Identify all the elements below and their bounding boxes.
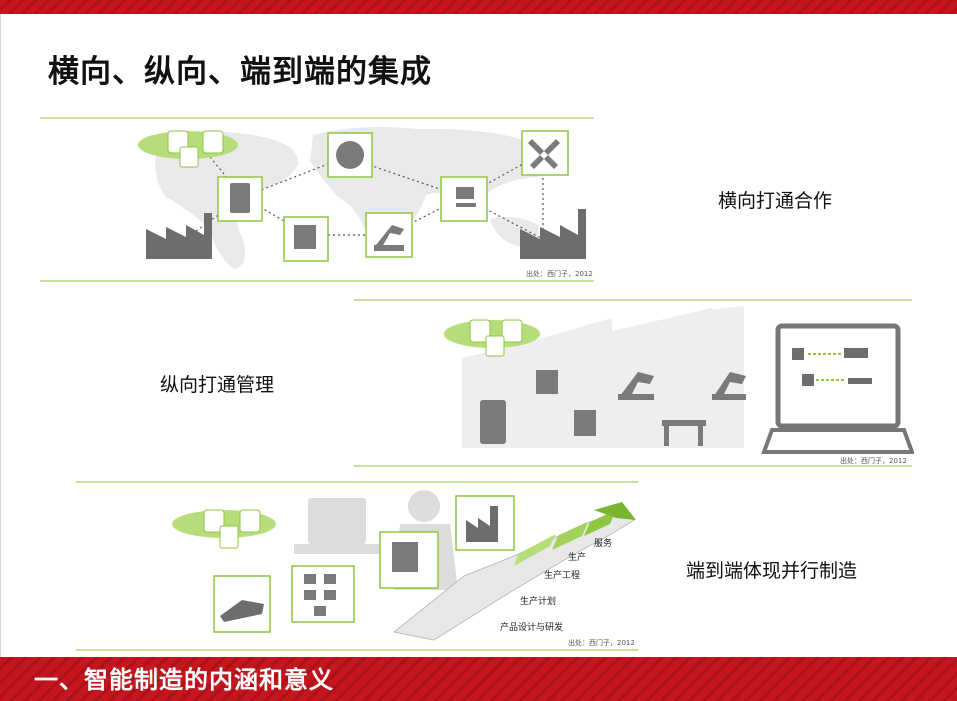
caption-end-to-end: 端到端体现并行制造 — [686, 556, 857, 583]
panel-end-to-end: 服务 生产 生产工程 生产计划 产品设计与研发 出处：西门子，2012 — [74, 480, 640, 652]
panel-vertical: 出处：西门子，2012 — [352, 298, 914, 468]
tools-node — [522, 131, 568, 175]
step-production-engineering: 生产工程 — [544, 568, 580, 581]
step-production-planning: 生产计划 — [520, 594, 556, 607]
top-banner — [0, 0, 957, 14]
cutter-icon — [336, 141, 364, 169]
step-service: 服务 — [594, 536, 612, 549]
vertical-hierarchy-diagram — [352, 298, 914, 468]
server-icon — [480, 400, 506, 444]
step-design-rnd: 产品设计与研发 — [500, 620, 563, 633]
slide-title: 横向、纵向、端到端的集成 — [48, 52, 432, 92]
section-title: 一、智能制造的内涵和意义 — [34, 663, 334, 697]
server-icon — [230, 183, 250, 213]
workstation-icon — [456, 187, 474, 199]
caption-horizontal: 横向打通合作 — [718, 186, 832, 213]
source-note: 出处：西门子，2012 — [526, 269, 593, 279]
horizontal-network-diagram — [38, 117, 596, 283]
panel-horizontal: 出处：西门子，2012 — [38, 117, 596, 283]
machine-icon — [536, 370, 558, 394]
conveyor-icon — [662, 420, 706, 426]
step-production: 生产 — [568, 550, 586, 563]
left-divider — [0, 14, 1, 657]
machine-icon — [294, 225, 316, 249]
caption-vertical: 纵向打通管理 — [160, 370, 274, 397]
cloud-icon — [172, 510, 276, 548]
source-note: 出处：西门子，2012 — [568, 638, 635, 648]
machine-icon — [392, 542, 418, 572]
source-note: 出处：西门子，2012 — [840, 456, 907, 466]
factory-icon — [520, 209, 586, 259]
machine-icon — [574, 410, 596, 436]
monitor-icon — [764, 326, 912, 452]
